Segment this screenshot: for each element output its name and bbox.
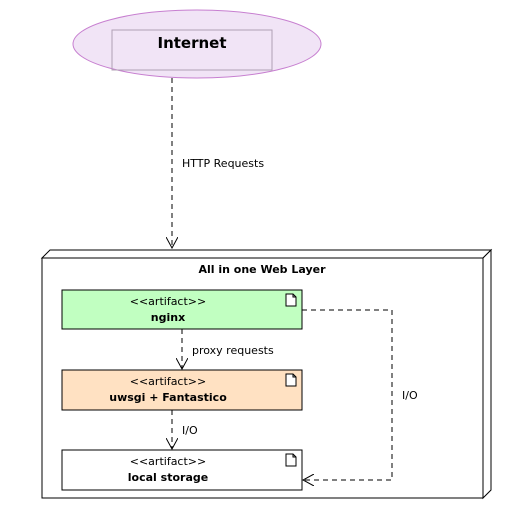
io-uwsgi-label: I/O bbox=[182, 424, 198, 437]
artifact-name: nginx bbox=[151, 311, 185, 324]
artifact-document-icon bbox=[285, 373, 297, 387]
artifact-document-icon bbox=[285, 453, 297, 467]
artifact-stereotype: <<artifact>> bbox=[130, 455, 206, 468]
proxy-requests-edge: proxy requests bbox=[182, 329, 274, 369]
artifact-document-icon bbox=[285, 293, 297, 307]
artifact-local-storage: <<artifact>> local storage bbox=[61, 449, 303, 491]
io-nginx-edge: I/O bbox=[302, 309, 418, 480]
http-requests-label: HTTP Requests bbox=[182, 157, 264, 170]
artifact-name: uwsgi + Fantastico bbox=[109, 391, 227, 404]
artifact-stereotype: <<artifact>> bbox=[130, 295, 206, 308]
artifact-name: local storage bbox=[128, 471, 208, 484]
proxy-requests-label: proxy requests bbox=[192, 344, 274, 357]
internet-label: Internet bbox=[157, 34, 226, 52]
artifact-uwsgi-fantastico: <<artifact>> uwsgi + Fantastico bbox=[61, 369, 303, 411]
node-title: All in one Web Layer bbox=[198, 263, 326, 276]
artifact-stereotype: <<artifact>> bbox=[130, 375, 206, 388]
io-nginx-label: I/O bbox=[402, 389, 418, 402]
http-requests-edge: HTTP Requests bbox=[172, 78, 264, 248]
io-uwsgi-edge: I/O bbox=[172, 410, 198, 449]
internet-cloud: Internet bbox=[72, 9, 322, 79]
artifact-nginx: <<artifact>> nginx bbox=[61, 289, 303, 330]
